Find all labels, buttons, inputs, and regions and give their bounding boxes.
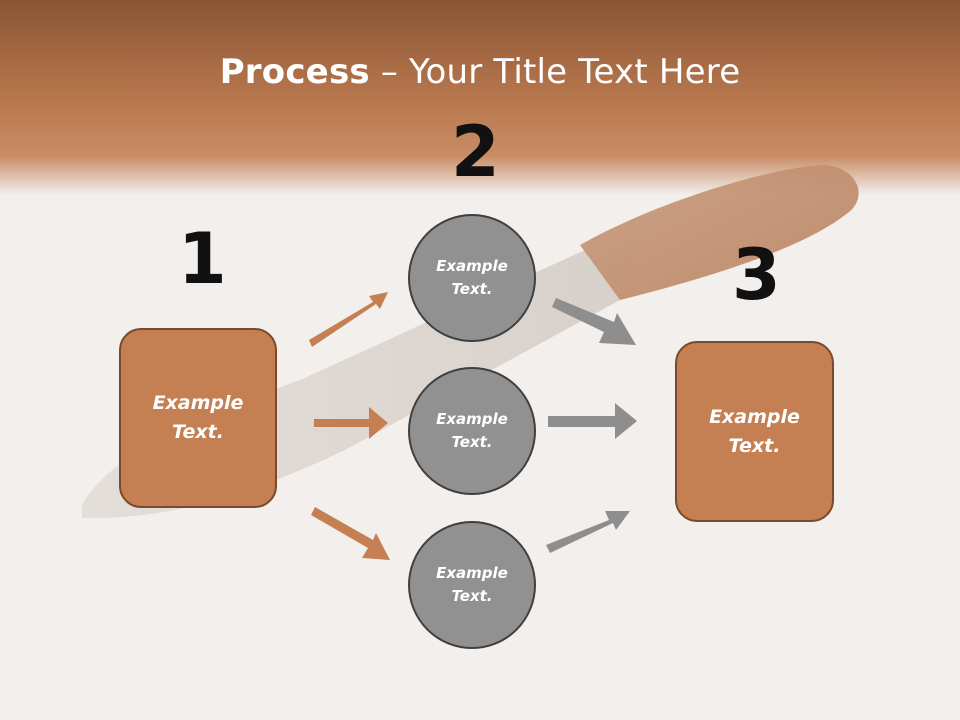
- process-start-box: Example Text.: [119, 328, 277, 508]
- arrow-gray-up: [546, 511, 630, 553]
- step-number-2: 2: [451, 111, 500, 193]
- arrow-orange-down: [311, 507, 390, 560]
- arrow-orange-up: [309, 292, 388, 347]
- arrow-gray-right: [548, 403, 637, 439]
- start-box-label: Example Text.: [152, 392, 244, 443]
- process-circle-1: Example Text.: [408, 214, 536, 342]
- arrow-gray-down: [552, 298, 636, 345]
- step-number-1: 1: [178, 218, 227, 300]
- title-bold: Process: [219, 52, 370, 92]
- process-end-box: Example Text.: [675, 341, 834, 522]
- circle-2-label: Example Text.: [436, 410, 508, 451]
- end-box-label: Example Text.: [709, 405, 800, 457]
- process-circle-3: Example Text.: [408, 521, 536, 649]
- process-circle-2: Example Text.: [408, 367, 536, 495]
- circle-3-label: Example Text.: [436, 564, 508, 605]
- title-rest: – Your Title Text Here: [369, 52, 741, 92]
- circle-1-label: Example Text.: [436, 257, 508, 298]
- arrow-orange-right: [314, 407, 388, 439]
- step-number-3: 3: [732, 234, 781, 316]
- slide-title: Process – Your Title Text Here: [0, 52, 960, 92]
